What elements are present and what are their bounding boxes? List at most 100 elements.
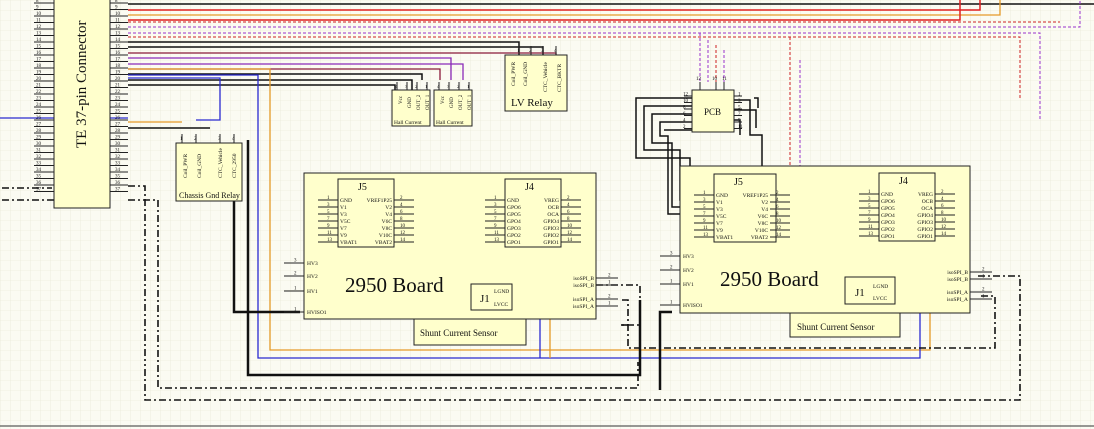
te-right-pin-number: 28 xyxy=(115,129,121,134)
header-right-pin-label: OCA xyxy=(547,212,559,218)
header-left-pin-label: V1 xyxy=(716,200,723,206)
hall2-pin-num: 3 xyxy=(447,84,450,89)
hall1-pin-num: 4 xyxy=(395,84,398,89)
isospi-pin-label: isoSPI_A xyxy=(947,290,968,296)
isospi-pin-number: 1 xyxy=(982,295,985,300)
header-left-pin-number: 1 xyxy=(327,196,330,201)
header-left-pin-number: 5 xyxy=(327,210,330,215)
lv-relay-pin-num: 1 xyxy=(517,49,520,54)
te-left-pin-number: 32 xyxy=(36,155,42,160)
lv-relay-pin-num: 3 xyxy=(541,49,544,54)
te-left-pin-number: 20 xyxy=(36,77,42,82)
board2-j5-title: J5 xyxy=(734,177,743,188)
header-right-pin-number: 14 xyxy=(941,232,947,237)
header-left-pin-number: 9 xyxy=(494,224,497,229)
te-left-pin-number: 10 xyxy=(36,12,42,17)
pcb-pin-num: 10 xyxy=(712,77,718,82)
board1-j4-title: J4 xyxy=(525,182,534,193)
header-left-pin-label: V3 xyxy=(340,212,347,218)
hv-pin-number: 1 xyxy=(670,280,673,285)
te-right-pin-number: 30 xyxy=(115,142,121,147)
board2-title: 2950 Board xyxy=(720,267,819,291)
hall1-pin-label: OUT_1 xyxy=(426,94,431,110)
board2-j1-pin-label: LVCC xyxy=(873,296,887,302)
te-right-pin-number: 16 xyxy=(115,51,121,56)
hv-pin-number: 3 xyxy=(670,252,673,257)
hall-current-sensor-2: 4 3 2 1 Vcc GND OUT_2 OUT_1 Hall Current xyxy=(433,82,473,127)
header-left-pin-label: GPO2 xyxy=(507,233,521,239)
header-left-pin-number: 1 xyxy=(494,196,497,201)
header-left-pin-number: 11 xyxy=(703,226,708,231)
chassis-relay-pin-num: 1 xyxy=(180,137,183,142)
board2-j5 xyxy=(713,173,777,243)
hv-pin-label: HV2 xyxy=(307,274,318,280)
header-left-pin-label: GND xyxy=(340,198,352,204)
te-connector-body xyxy=(53,0,111,209)
header-left-pin-number: 11 xyxy=(494,231,499,236)
te-right-pin-number: 31 xyxy=(115,149,121,154)
header-right-pin-label: VREF1P25 xyxy=(743,193,769,199)
header-right-pin-number: 8 xyxy=(400,217,403,222)
hv-pin-number: 1 xyxy=(294,287,297,292)
header-right-pin-number: 2 xyxy=(567,196,570,201)
hv-pin-label: HV1 xyxy=(683,282,694,288)
board1-j1 xyxy=(470,283,513,311)
header-right-pin-number: 12 xyxy=(567,231,573,236)
header-right-pin-number: 2 xyxy=(941,190,944,195)
hv-pin-number: 1 xyxy=(294,308,297,313)
hv-pin-number: 2 xyxy=(670,266,673,271)
te-right-pin-number: 17 xyxy=(115,58,121,63)
isospi-pin-number: 2 xyxy=(608,274,611,279)
header-left-pin-number: 3 xyxy=(494,203,497,208)
header-right-pin-number: 12 xyxy=(400,231,406,236)
header-left-pin-number: 13 xyxy=(868,232,874,237)
lv-relay: 1 2 3 4 Coil_PWR Coil_GND CTC_Vehicle CT… xyxy=(504,46,568,112)
header-right-pin-label: GPIO2 xyxy=(917,227,933,233)
pcb-left-pin-number: 8 xyxy=(683,106,686,111)
chassis-relay-pin-num: 3 xyxy=(218,137,221,142)
hv-pin-label: HV3 xyxy=(683,254,694,260)
header-right-pin-number: 14 xyxy=(400,238,406,243)
header-right-pin-number: 10 xyxy=(567,224,573,229)
hall1-pin-num: 1 xyxy=(425,84,427,89)
te-right-pin-number: 14 xyxy=(115,38,121,43)
te-right-pin-number: 29 xyxy=(115,136,121,141)
pcb-left-pin-number: 4 xyxy=(683,119,686,124)
pcb-body xyxy=(691,89,735,133)
te-right-pin-number: 27 xyxy=(115,123,121,128)
header-right-pin-number: 12 xyxy=(941,225,947,230)
hall2-pin-label: GND xyxy=(450,97,455,108)
chassis-relay-body xyxy=(175,142,243,202)
board1-j5 xyxy=(337,178,395,248)
isospi-pin-label: isoSPI_B xyxy=(947,277,968,283)
isospi-pin-number: 2 xyxy=(982,268,985,273)
hall1-pin-label: GND xyxy=(408,97,413,108)
hall1-body xyxy=(391,89,431,127)
header-right-pin-number: 2 xyxy=(400,196,403,201)
te-left-pin-number: 23 xyxy=(36,97,42,102)
te-right-pin-number: 24 xyxy=(115,103,121,108)
header-left-pin-label: GPO1 xyxy=(507,240,521,246)
chassis-relay-pin-label: Coil_GND xyxy=(197,154,203,178)
board1-title: 2950 Board xyxy=(345,273,444,297)
lv-relay-body xyxy=(504,54,568,112)
hv-pin-label: HV3 xyxy=(307,261,318,267)
header-right-pin-number: 4 xyxy=(400,203,403,208)
lv-relay-pin-label: CTC_BKTR xyxy=(557,64,563,92)
header-right-pin-label: V2 xyxy=(761,200,768,206)
lv-relay-pin-label: Coil_GND xyxy=(523,62,529,86)
hall1-title: Hall Current xyxy=(394,120,422,126)
header-right-pin-label: V8C xyxy=(382,226,393,232)
pcb-left-pin-number: 10 xyxy=(683,99,689,104)
isospi-pin-label: isoSPI_B xyxy=(573,276,594,282)
header-left-pin-number: 13 xyxy=(327,238,333,243)
board1-j1-pin-label: LGND xyxy=(494,289,509,295)
te-left-pin-number: 22 xyxy=(36,90,42,95)
te-left-pin-number: 29 xyxy=(36,136,42,141)
lv-relay-pin-num: 4 xyxy=(554,49,557,54)
